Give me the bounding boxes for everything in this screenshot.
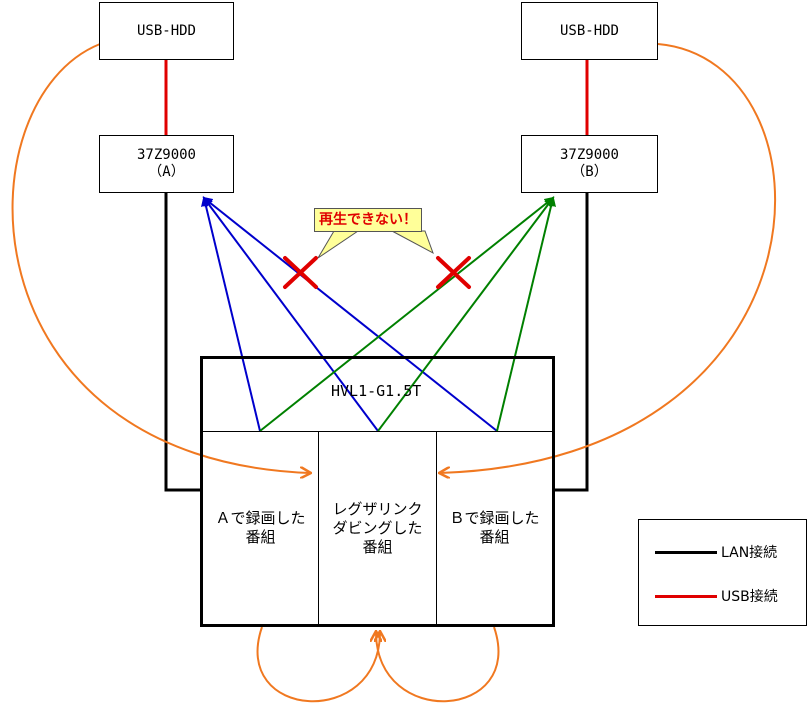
- tv-a-link-2: [202, 196, 379, 432]
- usb-hdd-right-label: USB-HDD: [559, 22, 619, 39]
- nas-cell-a: Ａで録画した 番組: [203, 432, 318, 624]
- tv-a-sub: （A）: [148, 164, 185, 180]
- nas-cell-dub-line3: 番組: [362, 537, 393, 556]
- callout-text: 再生できない！: [319, 212, 417, 228]
- tv-a: 37Z9000 （A）: [99, 135, 234, 193]
- tv-b: 37Z9000 （B）: [521, 135, 658, 193]
- dub-arrow-left: [256, 626, 380, 703]
- lan-link-right: [553, 193, 589, 492]
- copy-arrow-right: [440, 43, 777, 473]
- nas-cell-b-line2: 番組: [479, 528, 510, 546]
- legend-usb: USB接続: [655, 586, 778, 606]
- legend-lan: LAN接続: [655, 542, 777, 562]
- dub-arrow-right: [376, 626, 500, 703]
- callout-pointer: [317, 230, 360, 259]
- nas-cell-b-line1: Ｂで録画した: [449, 509, 540, 527]
- tv-b-link-1: [259, 196, 555, 432]
- tv-a-model: 37Z9000: [136, 147, 196, 163]
- callout-pointer: [391, 230, 434, 255]
- tv-b-link-3: [496, 196, 556, 432]
- usb-hdd-left-label: USB-HDD: [136, 22, 196, 39]
- legend: LAN接続 USB接続: [638, 519, 807, 626]
- nas-cell-dub-line1: レグザリンク: [332, 499, 423, 518]
- legend-usb-label: USB接続: [721, 589, 778, 605]
- legend-usb-line: [655, 594, 717, 598]
- nas-divider: [203, 431, 552, 432]
- tv-b-sub: （B）: [571, 164, 608, 180]
- usb-hdd-left: USB-HDD: [99, 2, 234, 60]
- legend-lan-line: [655, 550, 717, 554]
- tv-a-link-1: [201, 196, 261, 432]
- tv-a-link-3: [202, 196, 498, 432]
- nas-cell-divider: [436, 432, 437, 624]
- nas-cell-a-line2: 番組: [245, 528, 276, 546]
- fail-mark-left: [283, 256, 318, 289]
- legend-lan-label: LAN接続: [721, 545, 778, 561]
- tv-b-link-2: [377, 196, 555, 432]
- usb-hdd-right: USB-HDD: [521, 2, 658, 60]
- nas-cell-divider: [318, 432, 319, 624]
- playback-fail-callout: 再生できない！: [314, 208, 422, 232]
- fail-mark-right: [436, 256, 471, 289]
- nas-box: [200, 356, 555, 627]
- nas-cell-a-line1: Ａで録画した: [215, 509, 306, 527]
- nas-cell-b: Ｂで録画した 番組: [437, 432, 552, 624]
- nas-title: HVL1-G1.5T: [331, 382, 422, 400]
- copy-arrow-left: [11, 43, 310, 473]
- tv-b-model: 37Z9000: [559, 147, 619, 163]
- lan-link-left: [164, 193, 202, 492]
- nas-cell-dub: レグザリンク ダビングした 番組: [319, 432, 436, 624]
- nas-cell-dub-line2: ダビングした: [332, 518, 423, 537]
